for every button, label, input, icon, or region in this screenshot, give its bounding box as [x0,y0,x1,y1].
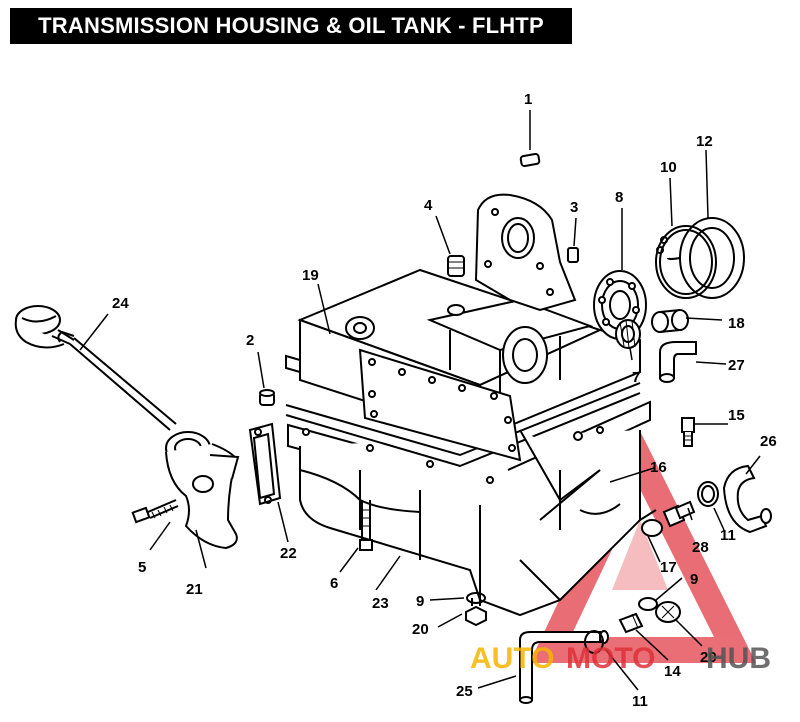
oil-dipstick [14,305,177,431]
callout-20a: 20 [412,621,429,638]
hose-clamp-11a [697,481,719,507]
hose-26 [722,464,772,534]
o-ring-9b [638,597,658,611]
hose-25 [519,630,609,704]
callout-17: 17 [660,559,677,576]
callout-14: 14 [664,663,681,680]
callout-3: 3 [570,199,578,216]
callout-2: 2 [246,332,254,349]
dowel-pin-2 [259,389,275,406]
retaining-ring-10 [655,225,717,299]
callout-21: 21 [186,581,203,598]
bolt-5 [131,499,179,524]
callout-26: 26 [760,433,777,450]
drain-plug-20a [465,598,487,627]
needle-bearing-7 [615,319,641,349]
hose-clamp-11b [584,630,604,654]
transmission-housing [297,268,641,530]
dowel-pin-3 [567,247,579,263]
fitting-14 [618,612,644,634]
watermark-hub: HUB [706,642,771,675]
gasket-22 [248,422,282,506]
callout-11a: 11 [720,527,736,544]
callout-22: 22 [280,545,297,562]
callout-19: 19 [302,267,319,284]
callout-20b: 20 [700,649,717,666]
dowel-pin-1 [519,152,541,168]
callout-5: 5 [138,559,146,576]
callout-16: 16 [650,459,667,476]
watermark-text: AUTO MOTO HUB [470,642,771,675]
callout-11b: 11 [632,693,648,710]
diagram-title: TRANSMISSION HOUSING & OIL TANK - FLHTP [38,13,544,38]
callout-9b: 9 [690,571,698,588]
bolt-6 [359,500,373,551]
callout-18: 18 [728,315,745,332]
title-banner: TRANSMISSION HOUSING & OIL TANK - FLHTP [10,8,572,44]
elbow-hose-27 [659,341,697,383]
watermark-auto: AUTO [470,642,554,675]
vent-fitting-4 [447,255,465,316]
bearing-8 [593,270,647,340]
callout-27: 27 [728,357,745,374]
leader-lines [79,110,761,691]
callout-25: 25 [456,683,473,700]
filler-neck [165,431,240,550]
callout-8: 8 [615,189,623,206]
callout-28: 28 [692,539,709,556]
callout-1: 1 [524,91,532,108]
fitting-28 [662,500,696,528]
callout-4: 4 [424,197,433,214]
callout-7: 7 [632,369,640,386]
drain-plug-20b [655,601,681,623]
callout-12: 12 [696,133,713,150]
spacer-18 [651,309,689,333]
callout-labels: 1 2 3 4 5 6 7 8 9 9 10 11 11 12 14 15 16… [112,91,777,710]
fitting-17 [639,509,663,537]
fitting-15 [681,417,695,447]
o-ring-9a [466,592,486,604]
callout-15: 15 [728,407,745,424]
callout-10: 10 [660,159,677,176]
watermark-moto: MOTO [566,642,655,675]
mounting-bracket [474,193,577,312]
callout-6: 6 [330,575,338,592]
callout-24: 24 [112,295,129,312]
callout-23: 23 [372,595,389,612]
callout-9a: 9 [416,593,424,610]
